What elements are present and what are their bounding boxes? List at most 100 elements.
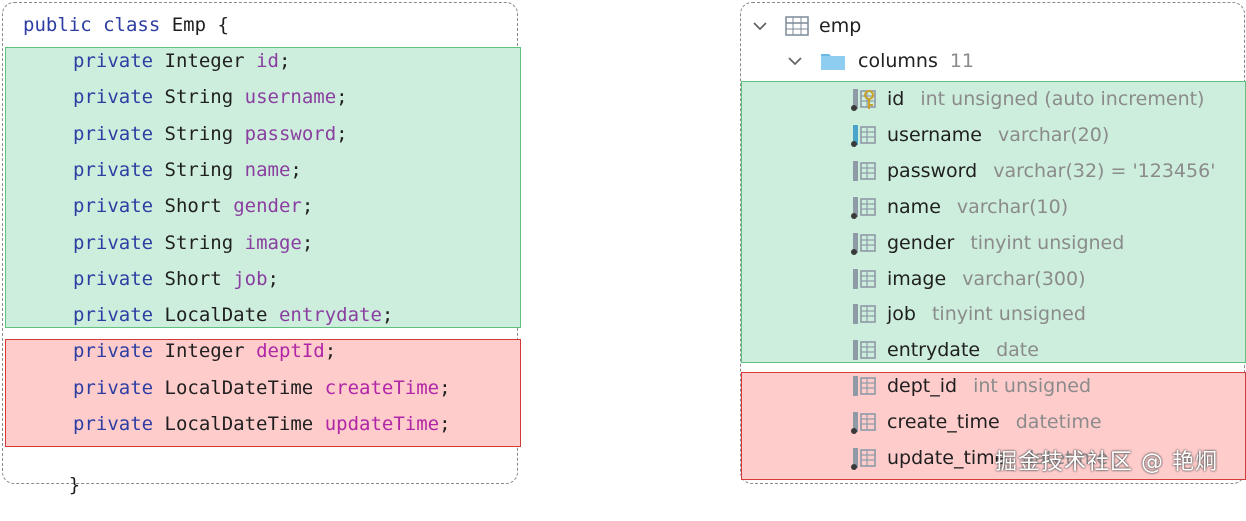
tree-node-table[interactable]: emp <box>751 9 861 43</box>
column-name: password <box>887 159 978 182</box>
column-type: varchar(300) <box>962 267 1086 290</box>
field-declaration: private LocalDateTime updateTime; <box>73 412 451 436</box>
field-type: LocalDateTime <box>164 413 314 435</box>
column-name: update_time <box>887 447 1007 469</box>
class-closing-brace: } <box>23 449 80 521</box>
semicolon: ; <box>301 231 314 254</box>
mapped-columns-highlight <box>741 81 1246 363</box>
semicolon: ; <box>381 304 394 327</box>
column-node[interactable]: dept_id int unsigned <box>851 369 1091 403</box>
field-declaration: private Integer id; <box>73 49 290 73</box>
column-type: varchar(32) = '123456' <box>993 159 1216 182</box>
field-type: String <box>164 122 234 145</box>
field-modifier: private <box>73 340 154 363</box>
field-name: updateTime <box>324 413 440 435</box>
column-node[interactable]: name varchar(10) <box>851 190 1068 224</box>
field-declaration: private String username; <box>73 85 348 109</box>
field-type: Short <box>164 195 222 218</box>
column-node[interactable]: job tinyint unsigned <box>851 297 1086 331</box>
semicolon: ; <box>336 86 348 109</box>
column-type: datetime <box>1015 411 1102 434</box>
chevron-down-icon[interactable] <box>786 52 804 70</box>
field-name: gender <box>233 195 302 218</box>
column-icon <box>851 374 879 398</box>
semicolon: ; <box>336 122 348 145</box>
tree-node-columns[interactable]: columns 11 <box>786 44 974 78</box>
not-null-column-icon <box>851 410 879 435</box>
not-null-column-icon <box>851 231 879 255</box>
field-declaration: private String password; <box>73 122 348 146</box>
class-declaration: public class Emp { <box>23 13 229 37</box>
class-keywords: public class <box>23 14 161 36</box>
column-node[interactable]: gender tinyint unsigned <box>851 226 1124 260</box>
column-type: tinyint unsigned <box>931 303 1086 326</box>
semicolon: ; <box>267 267 279 290</box>
java-code-panel: public class Emp { private Integer id; pr… <box>2 2 521 496</box>
semicolon: ; <box>301 195 314 218</box>
field-modifier: private <box>73 376 154 399</box>
column-node[interactable]: update_time datetime <box>851 441 1108 475</box>
column-type: datetime <box>1022 447 1109 469</box>
field-modifier: private <box>73 231 154 254</box>
chevron-down-icon[interactable] <box>751 17 769 35</box>
field-type: Integer <box>164 340 245 363</box>
closing-brace: } <box>68 474 81 496</box>
table-icon <box>785 16 809 36</box>
column-name: entrydate <box>887 339 981 362</box>
field-declaration: private Short gender; <box>73 194 313 218</box>
field-declaration: private Integer deptId; <box>73 339 336 363</box>
column-type: varchar(20) <box>998 123 1110 146</box>
column-node[interactable]: entrydate date <box>851 333 1039 367</box>
column-name: gender <box>887 231 955 254</box>
field-name: image <box>244 231 302 254</box>
column-node[interactable]: username varchar(20) <box>851 118 1109 152</box>
semicolon: ; <box>278 50 291 72</box>
column-node[interactable]: create_time datetime <box>851 405 1102 439</box>
field-modifier: private <box>73 267 154 290</box>
column-type: varchar(10) <box>956 195 1069 218</box>
primary-key-column-icon <box>851 87 879 111</box>
class-name: Emp { <box>160 14 229 36</box>
columns-count: 11 <box>949 50 975 72</box>
watermark: 掘金技术社区 @ 艳炯 <box>995 450 1218 475</box>
field-declaration: private String name; <box>73 158 302 182</box>
column-name: job <box>887 303 916 326</box>
semicolon: ; <box>439 376 451 399</box>
column-icon <box>851 159 879 183</box>
field-type: String <box>164 86 234 109</box>
field-type: String <box>164 231 234 254</box>
unmapped-columns-highlight <box>741 372 1246 480</box>
field-modifier: private <box>73 195 154 218</box>
column-type: int unsigned (auto increment) <box>920 88 1205 110</box>
column-name: name <box>887 195 941 218</box>
column-icon <box>851 338 879 362</box>
semicolon: ; <box>439 413 451 435</box>
columns-label: columns <box>858 50 938 72</box>
field-type: Short <box>164 267 222 290</box>
field-declaration: private LocalDate entrydate; <box>73 303 393 327</box>
field-declaration: private LocalDateTime createTime; <box>73 376 451 400</box>
field-modifier: private <box>73 304 154 327</box>
column-type: tinyint unsigned <box>970 231 1125 254</box>
field-modifier: private <box>73 413 154 435</box>
field-name: deptId <box>256 340 325 363</box>
field-type: String <box>164 158 234 181</box>
column-node[interactable]: password varchar(32) = '123456' <box>851 154 1215 188</box>
field-modifier: private <box>73 158 154 181</box>
column-type: int unsigned <box>973 375 1092 398</box>
field-type: LocalDate <box>164 304 268 327</box>
field-declaration: private Short job; <box>73 267 279 291</box>
mapped-fields-highlight <box>5 47 521 328</box>
column-name: dept_id <box>887 375 958 398</box>
column-type: date <box>996 339 1039 362</box>
column-name: create_time <box>887 411 1000 434</box>
unique-column-icon <box>851 123 879 147</box>
field-declaration: private String image; <box>73 231 313 255</box>
unmapped-fields-highlight <box>5 339 521 447</box>
column-name: username <box>887 123 982 146</box>
field-name: createTime <box>324 376 440 399</box>
not-null-column-icon <box>851 446 879 470</box>
